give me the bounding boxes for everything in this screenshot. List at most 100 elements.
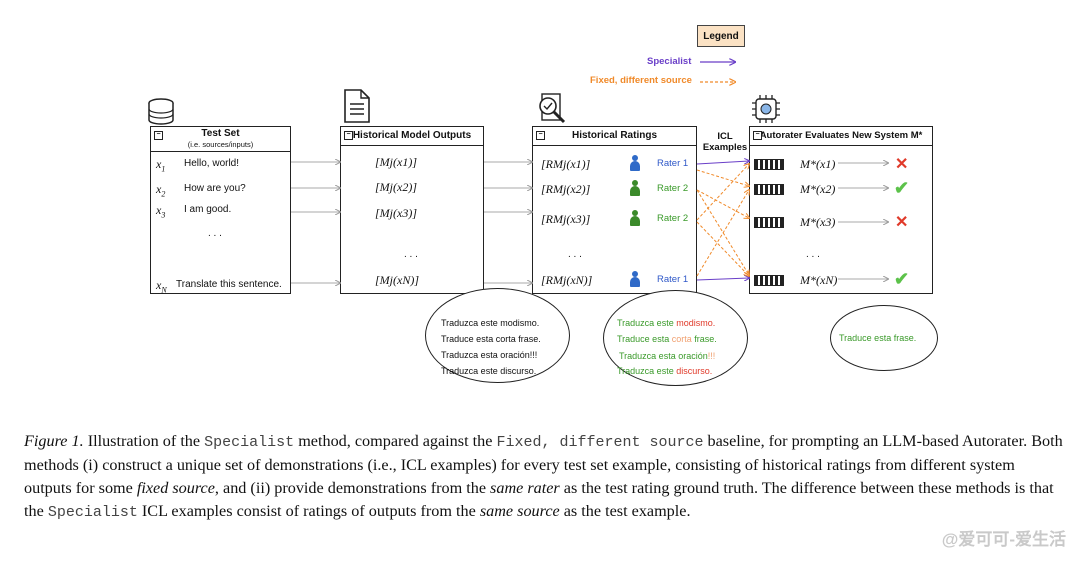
test-set-header: − Test Set (i.e. sources/inputs) — [151, 127, 290, 152]
person-icon — [630, 180, 640, 196]
rating-formula: [RMj(x2)] — [541, 182, 591, 196]
autorater-formula: M*(x3) — [800, 215, 836, 229]
bubble-line-text: Traduzca esta oración — [619, 351, 708, 361]
bubble-line-text: Traduce esta — [617, 334, 672, 344]
rating-icon — [539, 93, 566, 124]
bubble-line: Traduzca este discurso. — [617, 366, 712, 376]
bubble-line: Traduzca este modismo. — [441, 318, 540, 328]
rating-formula: [RMj(x1)] — [541, 157, 591, 171]
rating-formula: [RMj(xN)] — [541, 273, 593, 287]
caption-emph: fixed source — [136, 479, 215, 497]
test-input-text: . . . — [208, 228, 222, 239]
collapse-icon[interactable]: − — [753, 131, 762, 140]
bubble-line: Traduce esta corta frase. — [617, 334, 717, 344]
bubble-line: Traduzca este modismo. — [617, 318, 715, 328]
test-var-sub: 1 — [161, 164, 166, 174]
test-input-text: I am good. — [184, 204, 232, 215]
bubble-line: Traduce esta corta frase. — [441, 334, 541, 344]
autorater-formula: . . . — [806, 249, 820, 260]
arrows-layer — [291, 0, 1080, 420]
rater-label: Rater 2 — [657, 183, 689, 194]
caption-text: baseline, for prompting an LLM-based Aut… — [24, 432, 1063, 497]
collapse-icon[interactable]: − — [344, 131, 353, 140]
person-head — [632, 155, 638, 161]
model-output-formula: [Mj(x2)] — [375, 180, 417, 194]
caption-fig-label: Figure 1. — [24, 432, 84, 450]
memory-chip-icon — [754, 184, 784, 195]
database-icon — [148, 98, 174, 125]
model-output-formula: [Mj(x1)] — [375, 155, 417, 169]
person-body — [630, 186, 640, 196]
rating-formula: [RMj(x3)] — [541, 212, 591, 226]
test-var-name: x — [156, 182, 162, 196]
test-input-text: How are you? — [184, 183, 246, 194]
person-body — [630, 161, 640, 171]
ratings-header: − Historical Ratings — [533, 127, 696, 146]
bubble-line-highlight: !!! — [707, 351, 716, 361]
caption-text: as the test example. — [559, 502, 691, 520]
test-set-title: Test Set — [201, 128, 240, 139]
cross-icon: ✕ — [895, 214, 909, 231]
person-head — [632, 271, 638, 277]
person-body — [630, 216, 640, 226]
test-var: x2 — [156, 182, 165, 198]
test-var: x3 — [156, 203, 165, 219]
person-body — [630, 277, 640, 287]
autorater-bubble-text: Traduce esta frase. — [839, 333, 917, 343]
autorater-bubble — [830, 305, 938, 371]
bubble-line: Traduzca este discurso. — [441, 366, 537, 376]
collapse-icon[interactable]: − — [536, 131, 545, 140]
person-head — [632, 210, 638, 216]
figure-caption: Figure 1. Illustration of the Specialist… — [24, 430, 1064, 524]
legend-fixed-label: Fixed, different source — [590, 75, 692, 86]
caption-text: method, compared against the — [294, 432, 497, 450]
test-var-sub: 3 — [161, 210, 166, 220]
bubble-line-text: Traduzca este — [617, 318, 677, 328]
memory-chip-icon — [754, 217, 784, 228]
cross-icon: ✕ — [895, 156, 909, 173]
caption-method-fixed: Fixed, different source — [496, 434, 704, 451]
person-icon — [630, 155, 640, 171]
test-input-text: Translate this sentence. — [176, 279, 282, 290]
caption-text: ICL examples consist of ratings of outpu… — [137, 502, 480, 520]
bubble-line-text: Traduzca este — [617, 366, 677, 376]
model-outputs-title: Historical Model Outputs — [352, 130, 472, 141]
legend-specialist-label: Specialist — [647, 56, 692, 67]
model-output-formula: [Mj(xN)] — [375, 273, 419, 287]
bubble-line: Traduzca esta oración!!! — [441, 350, 538, 360]
legend-title: Legend — [697, 25, 745, 47]
test-var-name: x — [156, 203, 162, 217]
person-head — [632, 180, 638, 186]
ratings-bubble — [603, 290, 748, 386]
test-set-subtitle: (i.e. sources/inputs) — [187, 140, 254, 149]
memory-chip-icon — [754, 275, 784, 286]
caption-method-specialist: Specialist — [47, 504, 138, 521]
person-icon — [630, 210, 640, 226]
test-input-text: Hello, world! — [184, 158, 240, 169]
ratings-box: − Historical Ratings [RMj(x1)] Rater 1 [RM… — [532, 126, 697, 294]
model-outputs-bubble — [425, 288, 570, 383]
check-icon: ✔ — [894, 269, 910, 289]
test-var: x1 — [156, 157, 165, 173]
autorater-formula: M*(x1) — [800, 157, 836, 171]
test-var-name: x — [156, 157, 162, 171]
bubble-line-highlight: modismo. — [676, 318, 716, 328]
caption-method-specialist: Specialist — [204, 434, 295, 451]
model-outputs-header: − Historical Model Outputs — [341, 127, 483, 146]
check-icon: ✔ — [894, 178, 910, 198]
test-var-name: x — [156, 278, 162, 292]
model-output-formula: [Mj(x3)] — [375, 206, 417, 220]
person-icon — [630, 271, 640, 287]
collapse-icon[interactable]: − — [154, 131, 163, 140]
bubble-line: Traduzca esta oración!!! — [619, 351, 715, 361]
rater-label: Rater 1 — [657, 158, 689, 169]
autorater-header: − Autorater Evaluates New System M* — [750, 127, 932, 146]
caption-emph: same rater — [490, 479, 560, 497]
autorater-formula: M*(x2) — [800, 182, 836, 196]
caption-emph: same source — [479, 502, 560, 520]
caption-text: as the test rating ground truth. The dif… — [24, 479, 1054, 520]
test-var-sub: N — [161, 285, 167, 295]
memory-chip-icon — [754, 159, 784, 170]
robot-icon — [752, 95, 780, 123]
